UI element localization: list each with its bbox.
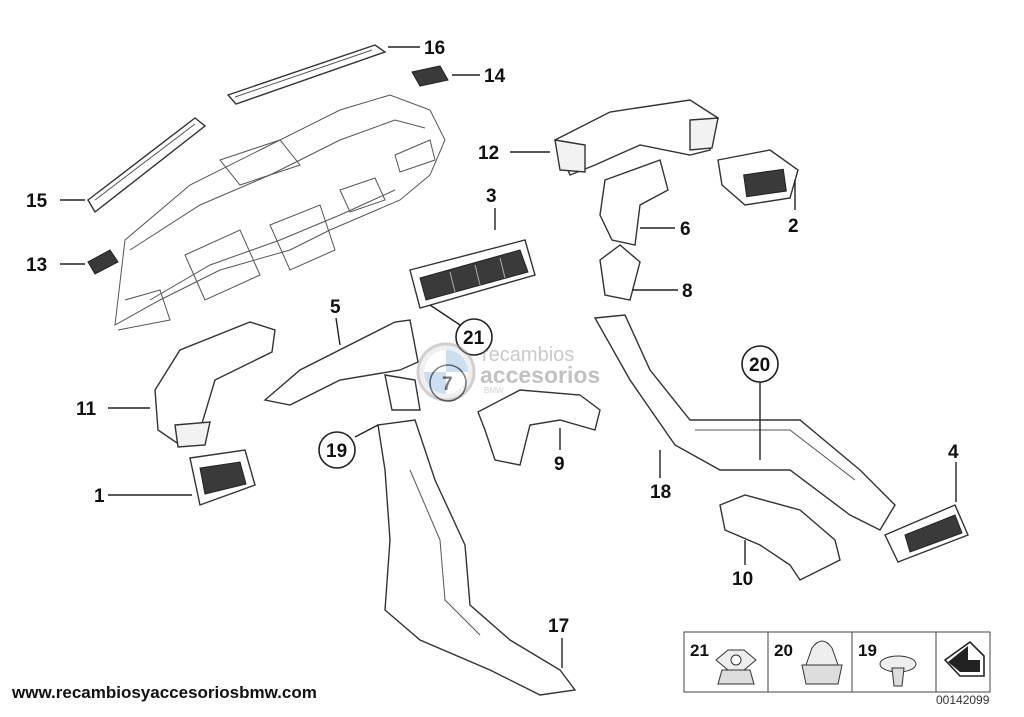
nut-icon [715, 649, 757, 685]
callout-9: 9 [554, 454, 565, 475]
callout-19-circle: 19 [318, 431, 356, 469]
watermark-line-2: accesorios [480, 362, 601, 388]
part-17-floor-duct [377, 419, 577, 696]
svg-text:19: 19 [326, 441, 347, 462]
part-12-air-duct [554, 99, 719, 176]
callout-6: 6 [680, 219, 691, 240]
callout-12: 12 [478, 143, 499, 164]
part-3-center-vent [409, 239, 536, 309]
part-8-duct-piece [599, 244, 641, 301]
callout-16: 16 [424, 38, 445, 59]
clip-nut-icon [801, 640, 843, 685]
part-13-speaker-grille [87, 249, 119, 275]
leader-lines [60, 46, 957, 668]
callout-8: 8 [682, 281, 693, 302]
part-4-rear-vent [884, 504, 969, 563]
watermark-line-1: recambios [482, 344, 575, 366]
callout-10: 10 [732, 569, 753, 590]
part-5-center-duct [263, 319, 419, 406]
callout-21-circle: 21 [455, 318, 493, 356]
callout-7-circle: 7 [429, 364, 467, 402]
callout-4: 4 [948, 442, 959, 463]
part-16-defroster-strip [226, 44, 387, 105]
bmw-roundel-icon [416, 342, 476, 402]
callout-14: 14 [484, 66, 506, 87]
part-15-side-strip [87, 117, 207, 214]
watermark-line-3: BMW [484, 386, 504, 395]
callout-1: 1 [94, 486, 105, 507]
callout-11: 11 [76, 399, 97, 420]
part-1-left-vent [189, 449, 256, 506]
callout-5: 5 [330, 297, 341, 318]
fastener-legend: 21 20 19 [683, 631, 991, 693]
part-11-left-duct [154, 321, 276, 448]
expanding-rivet-icon [879, 655, 917, 687]
website-url: www.recambiosyaccesoriosbmw.com [12, 683, 317, 702]
svg-text:21: 21 [463, 328, 485, 349]
part-2-side-vent [717, 149, 799, 206]
part-14-speaker-grille [411, 65, 449, 87]
part-18-rear-duct [593, 314, 896, 531]
callout-17: 17 [548, 616, 569, 637]
dashboard-outline [114, 94, 446, 331]
svg-text:20: 20 [749, 355, 770, 376]
callout-15: 15 [26, 191, 48, 212]
legend-label-20: 20 [774, 641, 793, 660]
part-10-duct-piece [719, 494, 841, 581]
callout-13: 13 [26, 255, 47, 276]
direction-arrow-icon [943, 640, 985, 677]
legend-label-21: 21 [690, 641, 709, 660]
legend-label-19: 19 [858, 641, 877, 660]
callout-2: 2 [788, 216, 799, 237]
part-7-duct-connector [384, 374, 421, 411]
svg-text:7: 7 [442, 374, 453, 395]
watermark: recambios accesorios BMW [414, 342, 634, 406]
callout-3: 3 [486, 186, 497, 207]
part-6-duct-piece [599, 159, 669, 246]
diagram-number: 00142099 [936, 693, 990, 707]
callout-20-circle: 20 [741, 345, 779, 383]
callout-18: 18 [650, 482, 671, 503]
part-9-rear-duct [477, 389, 601, 466]
